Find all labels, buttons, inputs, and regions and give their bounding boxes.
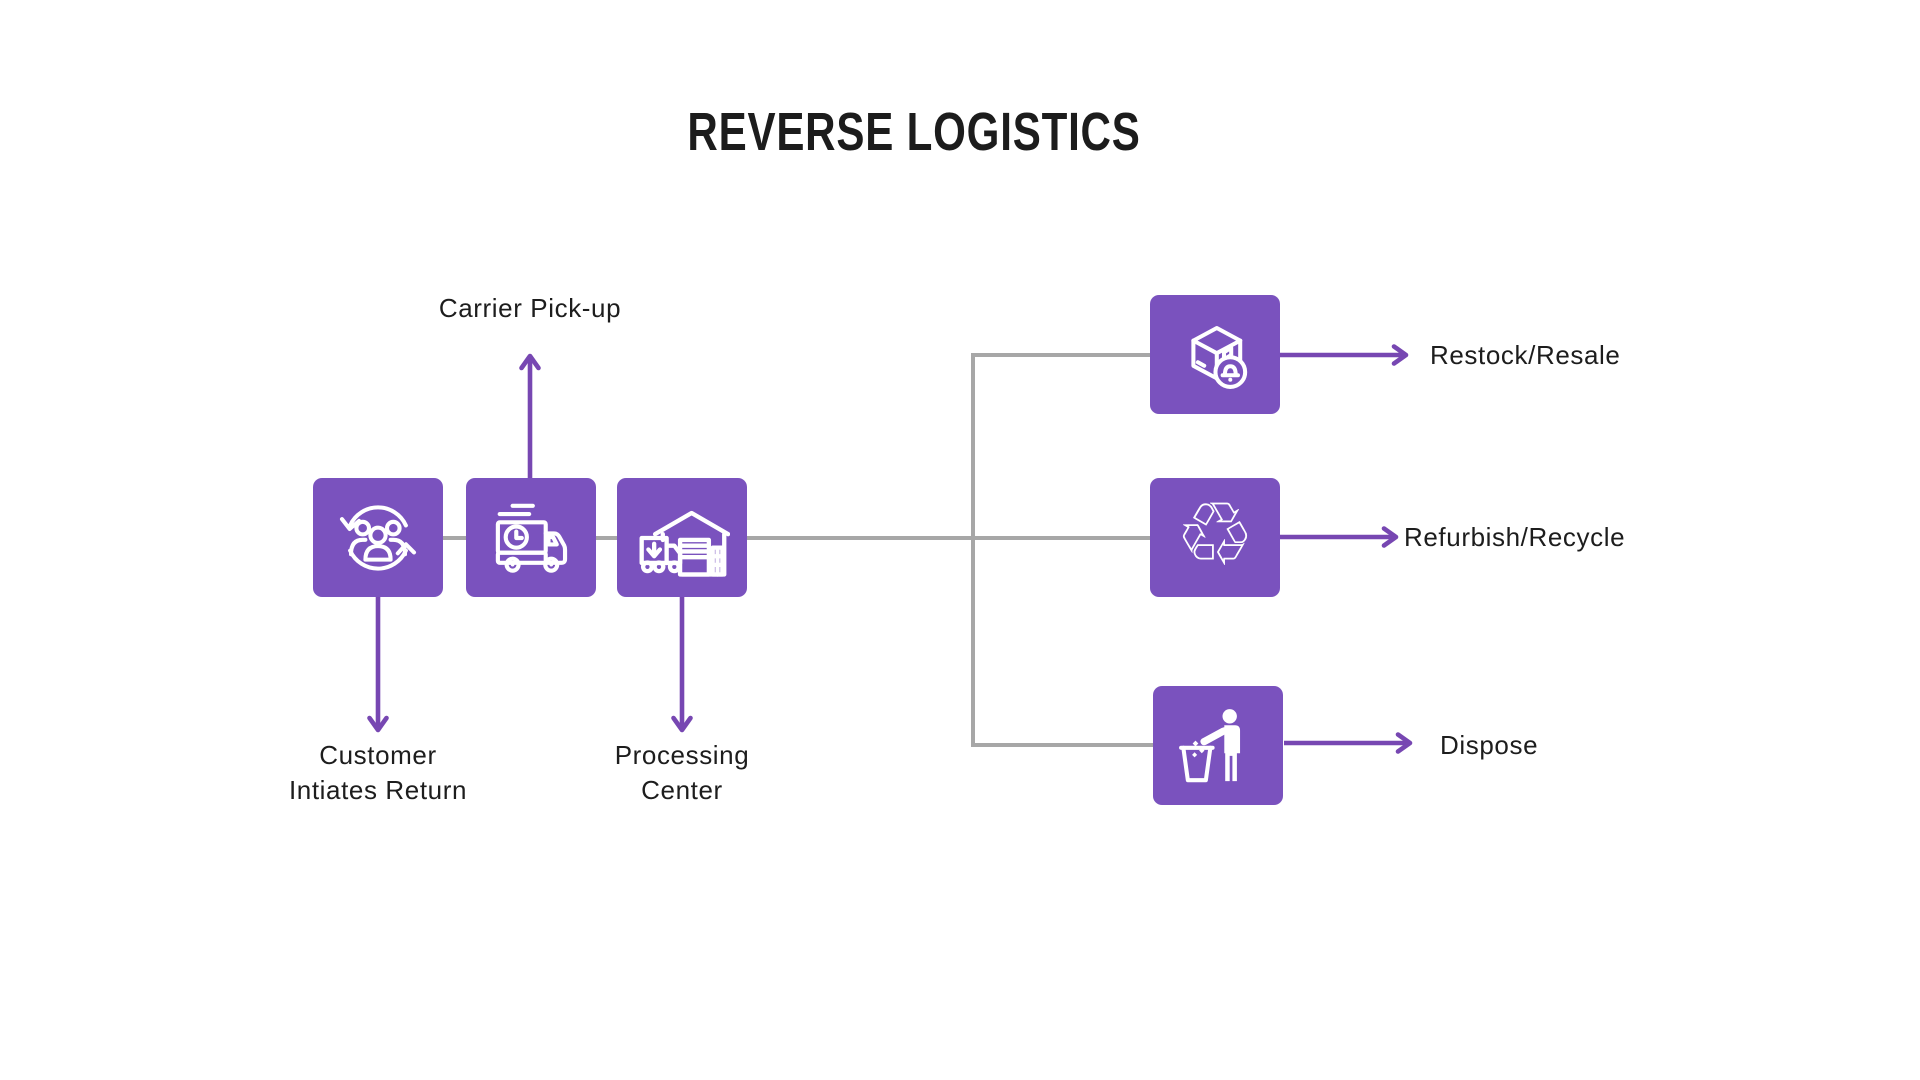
label-dispose: Dispose xyxy=(1440,730,1539,760)
node-warehouse xyxy=(617,478,747,597)
person-trash-bin-icon xyxy=(1179,708,1241,782)
warehouse-receiving-truck-icon xyxy=(639,510,730,577)
label-customer-initiates-return: Customer Intiates Return xyxy=(289,738,467,808)
connector-branch-dispose xyxy=(971,743,1153,747)
label-carrier-pickup: Carrier Pick-up xyxy=(438,293,622,323)
arrow-right-dispose xyxy=(1284,732,1413,754)
customer-return-cycle-icon xyxy=(339,504,417,571)
arrow-right-refurbish xyxy=(1270,526,1399,548)
label-customer-line2: Intiates Return xyxy=(288,775,468,805)
label-customer-line1: Customer xyxy=(319,740,437,770)
package-bell-icon xyxy=(1191,325,1248,389)
label-restock-resale: Restock/Resale xyxy=(1430,340,1621,370)
label-refurbish-recycle: Refurbish/Recycle xyxy=(1404,522,1626,552)
connector-junction-vertical xyxy=(971,353,975,747)
node-customer-return xyxy=(313,478,443,597)
connector-branch-restock xyxy=(971,353,1152,357)
node-dispose xyxy=(1153,686,1283,805)
connector-warehouse-junction xyxy=(747,536,975,540)
node-recycle: ♲ xyxy=(1150,478,1280,597)
arrow-right-restock xyxy=(1280,344,1409,366)
arrow-down-processing xyxy=(671,596,693,733)
arrow-down-customer xyxy=(367,596,389,733)
delivery-truck-clock-icon xyxy=(495,503,568,573)
connector-customer-carrier xyxy=(443,536,466,540)
connector-branch-recycle xyxy=(975,536,1152,540)
node-restock-package xyxy=(1150,295,1280,414)
connector-carrier-warehouse xyxy=(595,536,617,540)
arrow-up-carrier-pickup xyxy=(519,353,541,481)
node-carrier-truck xyxy=(466,478,596,597)
label-processing-center: Processing Center xyxy=(615,738,750,808)
page-title: REVERSE LOGISTICS xyxy=(687,102,1141,162)
label-processing-line2: Center xyxy=(641,775,723,805)
label-processing-line1: Processing xyxy=(614,740,750,770)
recycle-symbol-icon: ♲ xyxy=(1175,482,1255,586)
